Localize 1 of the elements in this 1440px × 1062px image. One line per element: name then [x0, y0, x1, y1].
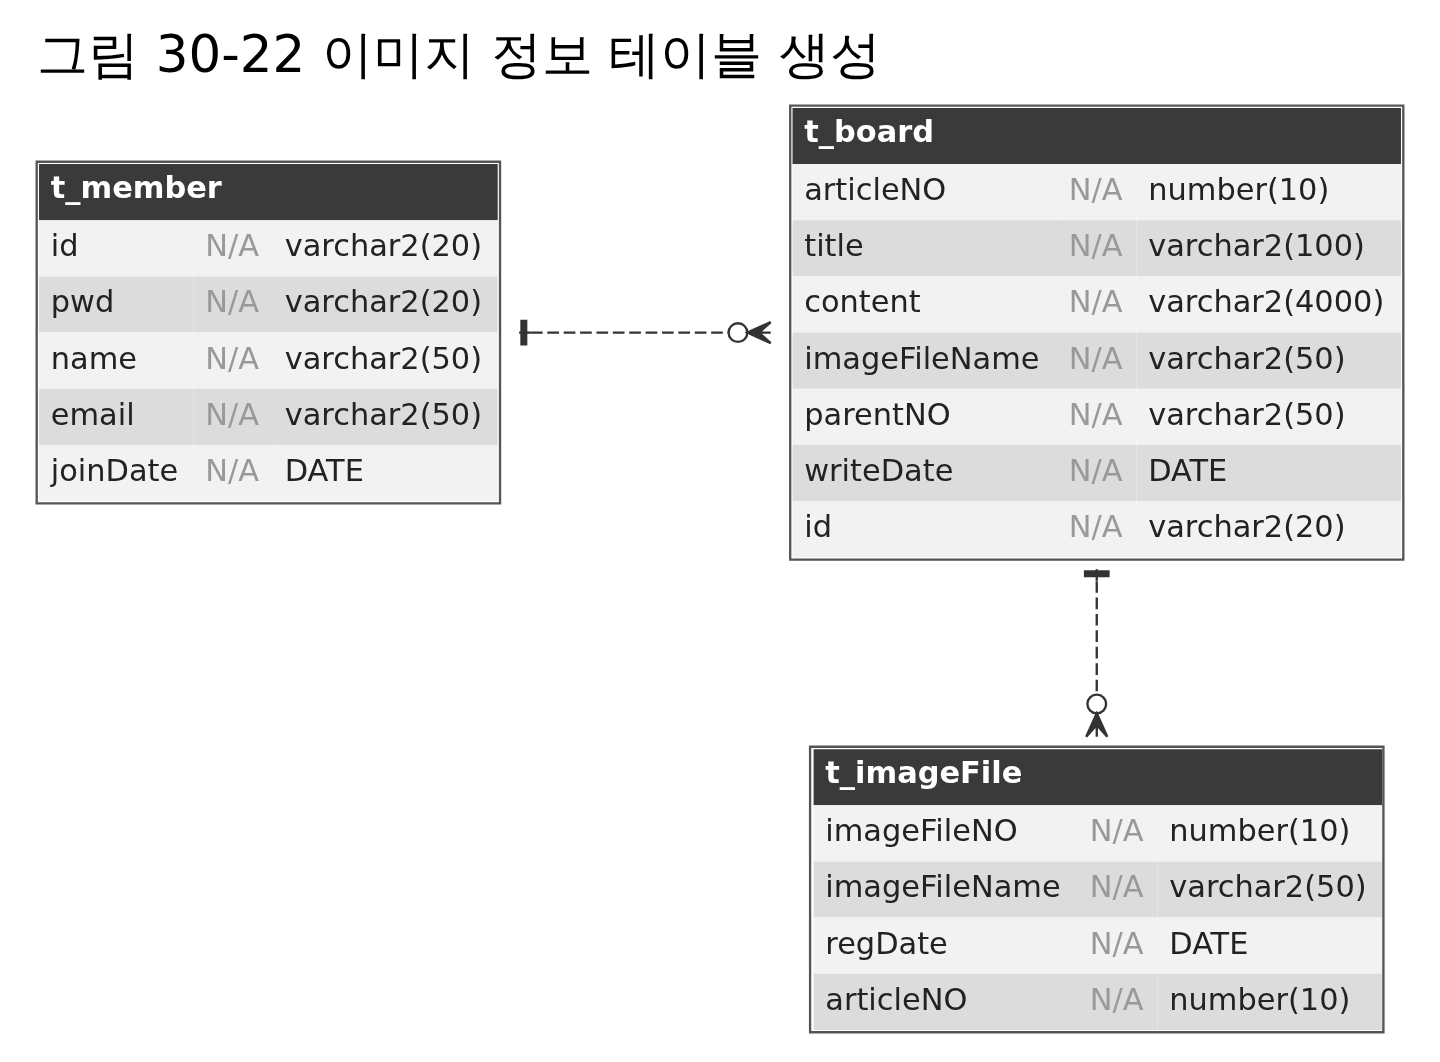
diagram-title: 그림 30-22 이미지 정보 테이블 생성: [37, 23, 881, 84]
